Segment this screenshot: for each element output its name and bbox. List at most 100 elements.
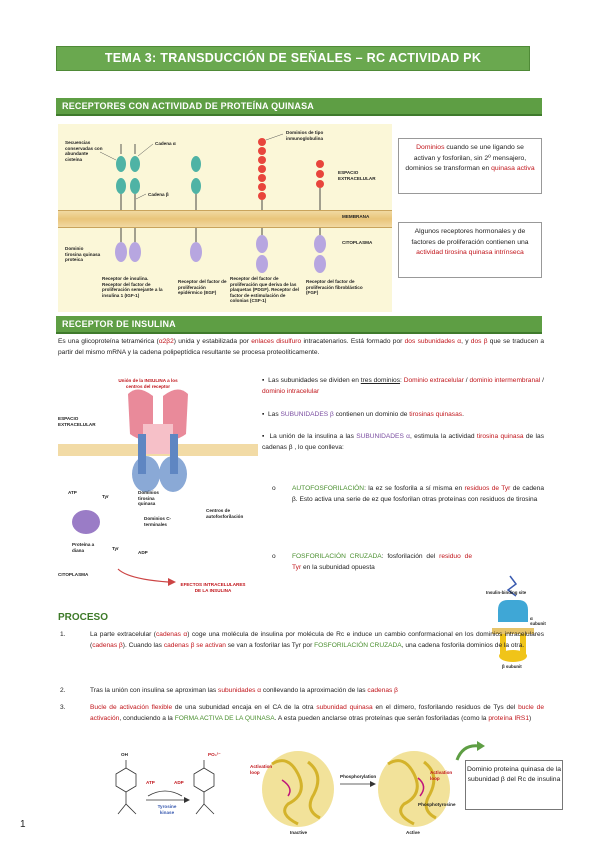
b0c: : bbox=[400, 377, 404, 384]
b0b: tres dominios bbox=[360, 377, 401, 384]
intro-b: α2β2 bbox=[158, 338, 174, 345]
b1c: contienen un dominio de bbox=[333, 411, 410, 418]
insulin-intro-paragraph: Es una glicoproteína tetramérica (α2β2) … bbox=[58, 337, 544, 358]
item-1-num: 1. bbox=[60, 631, 66, 638]
i1c: conllevando la aproximación de las bbox=[261, 687, 368, 694]
caption-pdgf-receptor: Receptor del factor de proliferación que… bbox=[230, 276, 299, 303]
item-2-num: 2. bbox=[60, 687, 66, 694]
section-heading-text: RECEPTORES CON ACTIVIDAD DE PROTEÍNA QUI… bbox=[62, 100, 314, 111]
sb1d: en la subunidad opuesta bbox=[301, 563, 375, 571]
curved-arrow-icon bbox=[455, 741, 485, 761]
i0i: , una cadena fosforila dominios de la ot… bbox=[401, 641, 525, 649]
kinase-structure-diagram bbox=[262, 751, 450, 827]
i0c: ) coge una molécula de insulina por molé… bbox=[90, 631, 544, 649]
label-union-insulina: Unión de la INSULINA a los centros del r… bbox=[118, 378, 178, 389]
i0b: cadenas α bbox=[156, 631, 188, 638]
b2e: de las cadenas β , lo que conlleva: bbox=[262, 433, 544, 451]
insulin-receptor-diagram bbox=[58, 389, 258, 586]
proceso-heading: PROCESO bbox=[58, 612, 109, 623]
label-oh: OH bbox=[121, 752, 128, 757]
subbullet-autofosforilacion: o AUTOFOSFORILACIÓN: la ez se fosforila … bbox=[272, 485, 544, 503]
item-3-num: 3. bbox=[60, 704, 66, 711]
label-dominios-tk: Dominios tirosina quinasa bbox=[138, 490, 159, 506]
insulin-binding-diagram bbox=[492, 575, 534, 662]
i1d: cadenas β bbox=[367, 687, 398, 694]
proceso-item-3: 3. Bucle de activación flexible de una s… bbox=[60, 703, 544, 725]
b1a: Las bbox=[268, 411, 281, 418]
intro-i: que se traducen a partir del mismo mRNA … bbox=[58, 338, 544, 356]
label-espacio-extracelular-2: ESPACIO EXTRACELULAR bbox=[58, 416, 96, 427]
i2b: de una subunidad encaja en el CA de la o… bbox=[172, 704, 317, 711]
label-adp: ADP bbox=[138, 550, 148, 555]
label-insulin-binding-site: Insulin-binding site bbox=[486, 590, 527, 595]
i0g: se van a fosforilar las Tyr por bbox=[225, 641, 315, 649]
label-tyr-1: Tyr bbox=[102, 494, 109, 499]
intro-c: ) unida y estabilizada por bbox=[173, 338, 252, 345]
sb0c: residuos de Tyr bbox=[464, 485, 511, 492]
label-tyr-2: Tyr bbox=[112, 546, 119, 551]
pdgf-receptor-shape bbox=[256, 138, 268, 273]
i0f: cadenas β se activan bbox=[163, 641, 226, 649]
label-secuencias: Secuencias conservadas con abundante cis… bbox=[65, 140, 103, 162]
label-proteina-diana: Proteína a diana bbox=[72, 542, 95, 553]
i2j: ) bbox=[529, 714, 532, 722]
caption-insulin-receptor: Receptor de insulina. Receptor del facto… bbox=[102, 276, 163, 298]
sb0b: : la ez se fosforila a sí misma en bbox=[364, 485, 465, 492]
note-dominios-term: Dominios bbox=[416, 144, 445, 151]
i0e: ). Cuando las bbox=[122, 641, 164, 649]
label-active: Active bbox=[406, 830, 420, 835]
sb1a: FOSFORILACIÓN CRUZADA bbox=[292, 553, 382, 560]
final-note-box: Dominio proteína quinasa de la subunidad… bbox=[465, 760, 563, 810]
proceso-item-2: 2. Tras la unión con insulina se aproxim… bbox=[60, 686, 544, 697]
sb0a: AUTOFOSFORILACIÓN bbox=[292, 485, 365, 492]
label-centros-autofosforilacion: Centros de autofosforilación bbox=[206, 508, 244, 519]
intro-e: intracatenarios. Está formado por bbox=[301, 338, 405, 345]
label-activation-loop-right: Activation loop bbox=[430, 770, 453, 781]
bullet-tres-dominios: ▪ Las subunidades se dividen en tres dom… bbox=[262, 377, 544, 395]
label-cadena-beta: Cadena β bbox=[148, 192, 169, 197]
label-adp-chem: ADP bbox=[174, 780, 184, 785]
intro-d: enlaces disulfuro bbox=[251, 338, 302, 345]
sb1c: residuo de Tyr bbox=[292, 553, 472, 571]
b1b: SUBUNIDADES β bbox=[280, 411, 334, 418]
label-phosphorylation: Phosphorylation bbox=[340, 774, 377, 779]
b1e: . bbox=[462, 411, 464, 418]
section-heading-text: RECEPTOR DE INSULINA bbox=[62, 318, 176, 329]
label-tyrosine-kinase: Tyrosine kinase bbox=[157, 804, 177, 815]
i0d: cadenas β bbox=[92, 641, 123, 649]
egf-receptor-shape bbox=[190, 156, 202, 262]
sb0d: de cadena β. Esto activa una serie de ez… bbox=[292, 485, 544, 503]
label-membrana: MEMBRANA bbox=[342, 214, 370, 219]
proceso-item-1: 1. La parte extracelular (cadenas α) cog… bbox=[60, 630, 544, 652]
label-efectos-intracelulares: EFECTOS INTRACELULARES DE LA INSULINA bbox=[180, 582, 246, 593]
intro-f: dos subunidades α bbox=[404, 338, 462, 345]
receptor-families-figure: Secuencias conservadas con abundante cis… bbox=[58, 124, 392, 312]
intro-a: Es una glicoproteína tetramérica ( bbox=[58, 338, 159, 345]
tyrosine-phosphorylation-figure: OH PO₃²⁻ ATP ADP Tyrosine kinase bbox=[90, 752, 240, 842]
i2d: en el dímero, fosforilando residuos de T… bbox=[372, 704, 519, 711]
membrane-band bbox=[58, 210, 392, 228]
label-beta-subunit: β subunit bbox=[502, 664, 522, 669]
label-phosphotyrosine: Phosphotyrosine bbox=[418, 802, 456, 807]
b2c: , estimula la actividad bbox=[410, 433, 477, 440]
b0e: / bbox=[463, 377, 470, 384]
i0a: La parte extracelular ( bbox=[90, 631, 156, 638]
subbullet-fosforilacion-cruzada: o FOSFORILACIÓN CRUZADA: fosforilación d… bbox=[272, 553, 472, 571]
i1b: subunidades α bbox=[218, 687, 262, 694]
b0h: dominio intracelular bbox=[262, 387, 320, 395]
b2a: La unión de la insulina a las bbox=[269, 433, 357, 440]
section-heading-receptores: RECEPTORES CON ACTIVIDAD DE PROTEÍNA QUI… bbox=[56, 98, 542, 116]
note-quinasa-activa: quinasa activa bbox=[491, 165, 535, 173]
intro-g: , y bbox=[461, 338, 471, 345]
i2c: subunidad quinasa bbox=[316, 704, 373, 711]
sb1b: : fosforilación del bbox=[381, 553, 440, 560]
label-dominios-ig: Dominios de tipo inmunoglobulina bbox=[286, 130, 324, 141]
i2a: Bucle de activación flexible bbox=[90, 704, 173, 711]
caption-fgf-receptor: Receptor del factor de proliferación fib… bbox=[306, 279, 363, 295]
note-dominios: Dominios cuando se une ligando se activa… bbox=[398, 138, 542, 194]
note-hormonales-text: Algunos receptores hormonales y de facto… bbox=[411, 228, 529, 246]
label-po3: PO₃²⁻ bbox=[208, 752, 221, 757]
receptor-families-diagram bbox=[99, 133, 326, 273]
i0h: FOSFORILACIÓN CRUZADA bbox=[314, 641, 402, 649]
b0a: Las subunidades se dividen en bbox=[268, 377, 361, 384]
